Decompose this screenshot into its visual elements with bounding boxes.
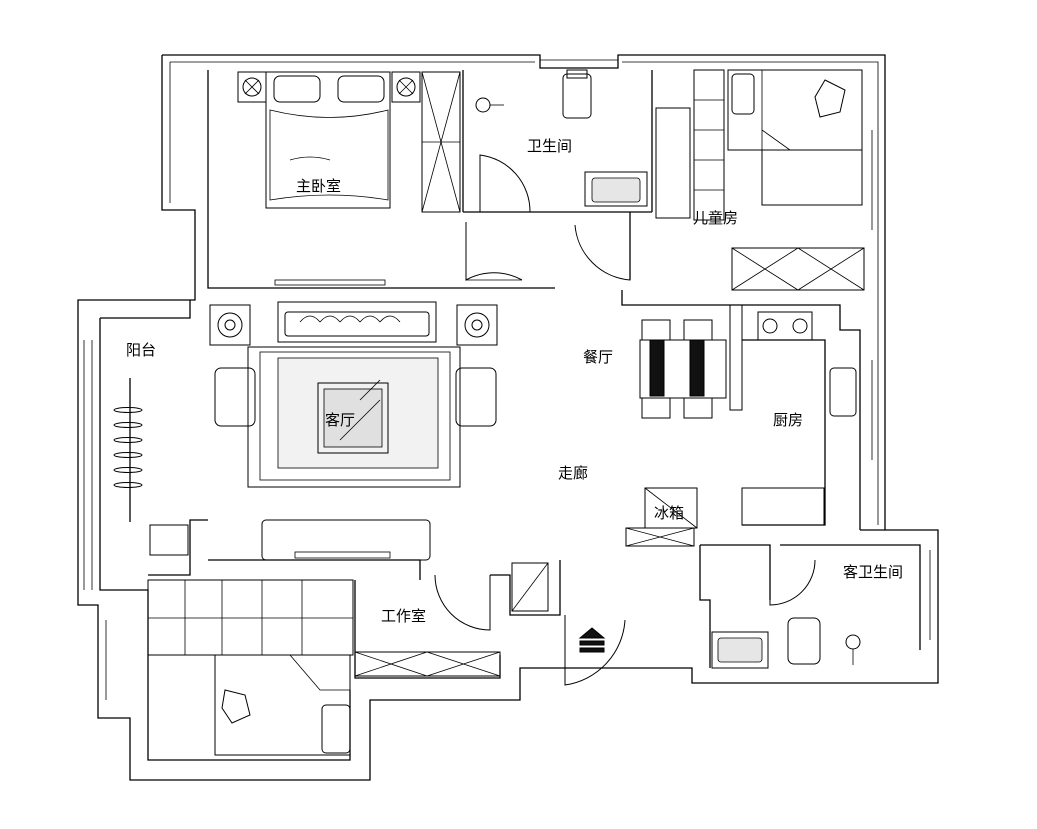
side-table-right xyxy=(456,304,498,346)
coffee-table xyxy=(317,382,389,454)
double-bed xyxy=(265,71,391,209)
exterior-walls xyxy=(77,54,939,781)
kitchen-sink xyxy=(829,367,857,417)
entry-arrow-icon xyxy=(578,627,606,639)
entrance xyxy=(564,615,626,686)
guest-bathroom-label: 客卫生间 xyxy=(843,563,903,581)
corridor-label: 走廊 xyxy=(558,464,588,482)
guest-shower xyxy=(845,634,861,650)
desk xyxy=(655,107,691,219)
kids-room: 儿童房 xyxy=(574,69,865,291)
guest-vanity xyxy=(711,631,769,669)
living-room: 客厅 xyxy=(209,301,498,561)
study-bed xyxy=(214,654,351,756)
living-room-label: 客厅 xyxy=(325,411,355,429)
rug xyxy=(247,346,461,488)
sofa xyxy=(277,301,437,343)
kitchen: 厨房 xyxy=(741,311,857,526)
bookshelf xyxy=(693,69,725,221)
corridor: 走廊 冰箱 xyxy=(558,464,698,547)
shoe-cabinet xyxy=(511,562,549,612)
chair xyxy=(683,319,713,341)
study: 工作室 xyxy=(147,562,549,756)
tv-cabinet xyxy=(261,519,431,561)
dining-room-label: 餐厅 xyxy=(583,348,613,366)
armchair-right xyxy=(455,367,497,427)
side-table-left xyxy=(209,304,251,346)
pillow-shape xyxy=(814,79,846,118)
kitchen-label: 厨房 xyxy=(773,411,803,429)
guest-toilet xyxy=(787,617,821,665)
shower-head xyxy=(475,97,491,113)
fridge-label: 冰箱 xyxy=(654,504,684,522)
chair xyxy=(641,319,671,341)
wardrobe-kids xyxy=(731,247,865,291)
chair xyxy=(683,397,713,419)
chair xyxy=(641,397,671,419)
doors xyxy=(465,222,523,281)
toilet xyxy=(562,73,592,119)
study-label: 工作室 xyxy=(381,607,426,625)
washing-machine xyxy=(149,524,189,556)
bathroom: 卫生间 xyxy=(475,69,648,213)
tatami-grid xyxy=(147,579,354,656)
vanity xyxy=(584,171,648,207)
nightstand-right xyxy=(391,71,421,103)
bathroom-label: 卫生间 xyxy=(527,137,572,155)
single-bed xyxy=(727,69,863,151)
dining-table-right xyxy=(689,339,705,397)
guest-bathroom: 客卫生间 xyxy=(711,559,903,669)
armchair-left xyxy=(214,367,256,427)
study-desk xyxy=(354,651,501,677)
kids-room-label: 儿童房 xyxy=(693,209,738,227)
stove xyxy=(757,311,813,341)
dining-room: 餐厅 xyxy=(583,304,743,419)
kitchen-cabinet xyxy=(741,487,825,526)
balcony-label: 阳台 xyxy=(126,341,156,359)
master-bedroom-label: 主卧室 xyxy=(296,177,341,195)
master-bedroom: 主卧室 xyxy=(237,71,461,286)
balcony: 阳台 xyxy=(113,341,189,556)
dining-table-left xyxy=(649,339,665,397)
